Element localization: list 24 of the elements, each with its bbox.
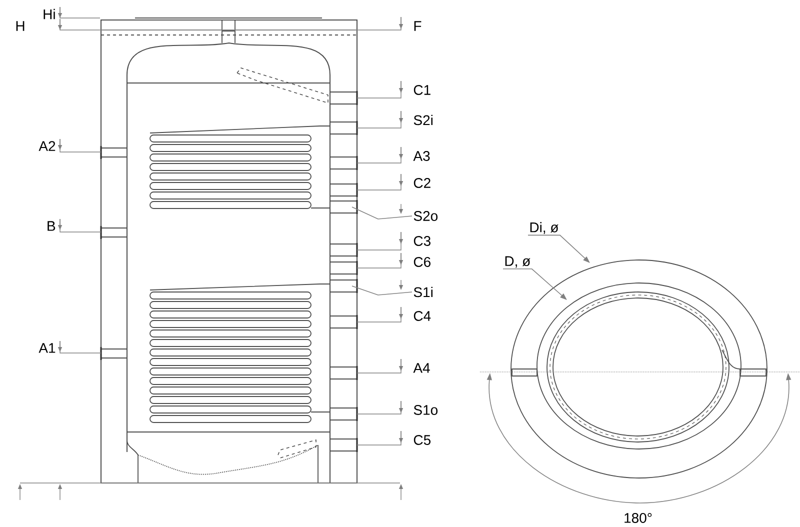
port-label: Hi <box>44 8 55 20</box>
port-label: C6 <box>414 257 430 267</box>
port-label: F <box>414 21 422 31</box>
port-label: C3 <box>414 236 430 246</box>
leader-line <box>352 206 412 220</box>
port-label: S2o <box>414 211 438 221</box>
angle-label: 180° <box>624 513 652 523</box>
diameter-label: Di, ø <box>530 222 558 234</box>
leader-line <box>528 234 590 263</box>
port-label: C5 <box>414 435 430 445</box>
port-label: A1 <box>38 343 56 353</box>
port-label: S2i <box>414 114 432 126</box>
port-label: A4 <box>413 363 430 373</box>
port-label: C2 <box>414 178 430 188</box>
port-label: B <box>48 221 56 231</box>
port-label: A2 <box>38 141 56 151</box>
port-label: S1o <box>414 405 438 415</box>
leader-line <box>352 286 412 296</box>
port-label: C1 <box>414 85 430 95</box>
port-label: S1i <box>414 286 432 298</box>
diameter-label: D, ø <box>505 256 530 268</box>
port-label: C4 <box>414 311 431 321</box>
port-label: A3 <box>413 151 430 161</box>
port-label: H <box>16 21 24 31</box>
